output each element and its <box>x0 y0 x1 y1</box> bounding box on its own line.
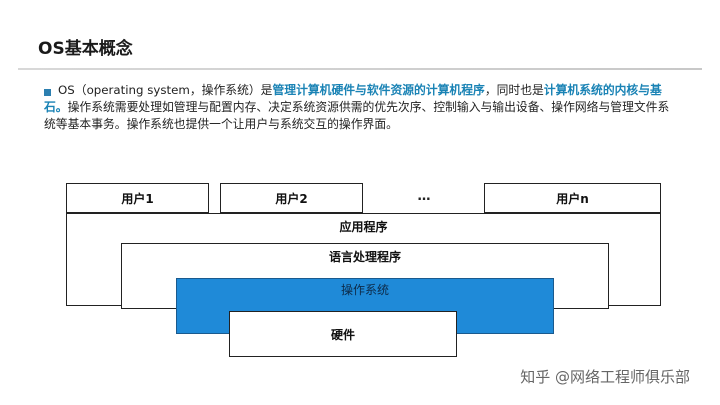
watermark-text: 知乎 @网络工程师俱乐部 <box>520 368 690 386</box>
layer-operating-system-label: 操作系统 <box>340 283 389 297</box>
layer-hardware-label: 硬件 <box>330 327 355 342</box>
layer-hardware: 硬件 <box>229 311 457 357</box>
description-paragraph: OS（operating system，操作系统）是管理计算机硬件与软件资源的计… <box>44 82 680 133</box>
paragraph-text-2: ，同时也是 <box>484 83 544 97</box>
user-label-2: 用户2 <box>275 191 308 206</box>
user-box-n: 用户n <box>484 183 661 213</box>
paragraph-text-1: OS（operating system，操作系统）是 <box>58 83 273 97</box>
title-divider <box>18 68 702 70</box>
square-bullet-icon <box>44 89 51 96</box>
user-label-1: 用户1 <box>121 191 154 206</box>
user-label-n: 用户n <box>556 191 589 206</box>
slide-title: OS基本概念 <box>38 39 133 59</box>
paragraph-text-3: 操作系统需要处理如管理与配置内存、决定系统资源供需的优先次序、控制输入与输出设备… <box>44 100 670 131</box>
layer-application-label: 应用程序 <box>339 220 388 234</box>
paragraph-highlight-2: 计算机系统的内核与基石。 <box>44 83 662 114</box>
layer-language-processor-label: 语言处理程序 <box>328 250 401 264</box>
user-box-1: 用户1 <box>66 183 209 213</box>
paragraph-highlight-1: 管理计算机硬件与软件资源的计算机程序 <box>272 83 485 97</box>
user-box-2: 用户2 <box>220 183 363 213</box>
user-ellipsis: … <box>417 189 431 204</box>
